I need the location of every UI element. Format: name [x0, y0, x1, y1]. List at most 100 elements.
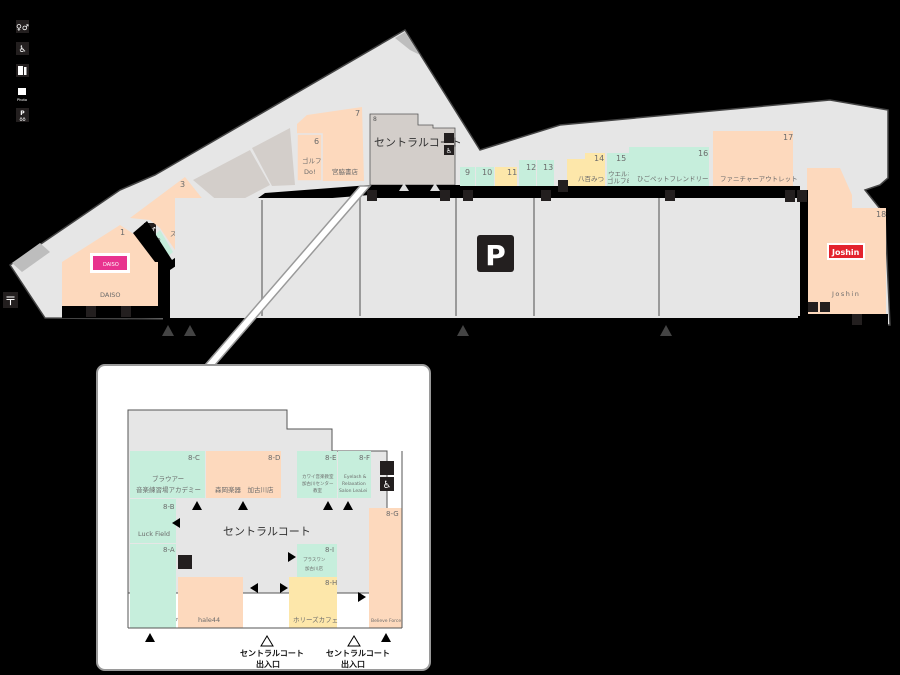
bicycle-parking-icon: [16, 108, 29, 122]
svg-text:8-E: 8-E: [325, 454, 336, 462]
store-8b-luck-field[interactable]: [130, 499, 176, 543]
svg-text:〒: 〒: [4, 294, 16, 308]
store-12[interactable]: [519, 160, 536, 186]
svg-text:教室: 教室: [313, 487, 322, 494]
svg-text:7: 7: [355, 109, 360, 118]
elevator-icon: [178, 555, 192, 569]
store-hale44[interactable]: [178, 577, 243, 628]
svg-text:加古川店: 加古川店: [305, 565, 323, 572]
svg-text:出入口: 出入口: [341, 659, 365, 669]
svg-text:セントラルコート: セントラルコート: [223, 525, 311, 538]
svg-text:Joshin: Joshin: [831, 248, 860, 257]
svg-text:ファニチャーアウトレット: ファニチャーアウトレット: [720, 175, 798, 183]
svg-text:加古川センター: 加古川センター: [302, 480, 334, 487]
svg-text:音楽練習場アカデミー: 音楽練習場アカデミー: [136, 485, 201, 494]
svg-text:14: 14: [594, 154, 604, 163]
svg-text:宮脇書店: 宮脇書店: [332, 167, 359, 176]
svg-text:ウエルネス: ウエルネス: [608, 170, 641, 178]
svg-text:Salon LeaLei: Salon LeaLei: [339, 488, 367, 494]
store-8d-morioka[interactable]: [206, 451, 281, 498]
svg-text:8-H: 8-H: [325, 579, 337, 587]
wheelchair-icon: [820, 302, 830, 312]
restroom-icon: [808, 302, 818, 312]
svg-text:6: 6: [314, 137, 319, 146]
svg-text:DAISO: DAISO: [103, 262, 119, 268]
svg-text:♿: ♿: [383, 480, 392, 491]
svg-text:11: 11: [507, 168, 517, 177]
store-8h-hollys-cafe[interactable]: [289, 577, 337, 628]
svg-text:P: P: [485, 239, 506, 272]
svg-text:16: 16: [698, 149, 708, 158]
svg-text:Photo: Photo: [17, 98, 27, 102]
svg-text:セントラルコート: セントラルコート: [240, 649, 304, 658]
restroom-icon: [16, 20, 29, 33]
legend: ♀♂ ♿ Photo P ōō: [16, 20, 29, 123]
svg-text:10: 10: [482, 168, 492, 177]
postbox-icon: [3, 292, 18, 308]
svg-text:カワイ音楽教室: カワイ音楽教室: [302, 473, 334, 480]
svg-text:森岡楽器 加古川店: 森岡楽器 加古川店: [215, 485, 274, 494]
store-8a-kinomi-dental[interactable]: [130, 544, 176, 593]
svg-text:13: 13: [543, 163, 553, 172]
svg-text:ゴルフ: ゴルフ: [302, 156, 322, 165]
central-court-entrances[interactable]: [260, 635, 361, 647]
svg-text:ゴルフ&卓球: ゴルフ&卓球: [607, 176, 645, 185]
svg-text:Eyelash &: Eyelash &: [344, 474, 367, 480]
svg-text:ブラウアー: ブラウアー: [152, 474, 184, 483]
svg-text:ひごペットフレンドリー: ひごペットフレンドリー: [637, 174, 709, 183]
svg-text:8-I: 8-I: [325, 546, 334, 554]
store-8e-kawai[interactable]: [297, 451, 337, 498]
store-11[interactable]: [495, 167, 517, 186]
svg-text:DAISO: DAISO: [100, 291, 121, 299]
parking-sign: [477, 235, 514, 272]
svg-text:8-F: 8-F: [359, 454, 370, 462]
svg-text:17: 17: [783, 133, 793, 142]
bicycle-parking-markers: [86, 190, 862, 325]
store-18-joshin[interactable]: [807, 168, 886, 314]
wheelchair-icon: [16, 42, 29, 55]
store-13[interactable]: [537, 160, 554, 186]
svg-text:8-C: 8-C: [188, 454, 200, 462]
photo-booth-icon: [785, 190, 795, 202]
svg-text:八百みつ: 八百みつ: [578, 175, 604, 183]
wheelchair-icon: [444, 145, 454, 155]
store-15-wellness[interactable]: [607, 153, 629, 186]
svg-text:Relaxation: Relaxation: [342, 481, 366, 487]
svg-text:プラスワン: プラスワン: [303, 557, 326, 563]
svg-text:9: 9: [465, 168, 470, 177]
elevator-icon: [558, 180, 568, 192]
svg-text:Joshin: Joshin: [831, 290, 860, 298]
svg-text:1: 1: [120, 228, 125, 237]
svg-text:セントラルコート: セントラルコート: [326, 649, 390, 658]
restroom-icon: [380, 461, 394, 475]
svg-text:8-D: 8-D: [268, 454, 280, 462]
svg-text:15: 15: [616, 154, 626, 163]
svg-text:ホリーズカフェ: ホリーズカフェ: [293, 615, 338, 624]
wheelchair-icon: [380, 477, 394, 491]
store-6-golf-do[interactable]: [296, 133, 323, 182]
svg-text:hale44: hale44: [198, 616, 220, 624]
svg-text:8: 8: [373, 116, 377, 123]
store-10[interactable]: [476, 167, 494, 186]
svg-text:♿: ♿: [446, 147, 452, 155]
store-8c-brauer[interactable]: [130, 451, 205, 498]
elevator-icon: [797, 190, 807, 202]
svg-text:セントラルコート: セントラルコート: [374, 136, 462, 149]
joshin-logo: [829, 245, 863, 258]
svg-text:♿: ♿: [18, 45, 26, 55]
inset-store-entrances: [145, 501, 391, 642]
svg-text:P: P: [20, 110, 25, 117]
store-16-higo-pet[interactable]: [629, 147, 709, 186]
photo-booth-icon: [18, 88, 26, 95]
store-9[interactable]: [460, 167, 475, 186]
svg-text:18: 18: [876, 210, 886, 219]
store-8g-believe-force[interactable]: [369, 508, 402, 628]
store-14-yaoyamitsu[interactable]: [567, 153, 605, 186]
store-8f-lealei[interactable]: [338, 451, 371, 498]
svg-text:8-A: 8-A: [163, 546, 175, 554]
svg-text:Luck Field: Luck Field: [138, 530, 170, 538]
svg-text:ōō: ōō: [19, 117, 25, 123]
daiso-logo: [93, 256, 127, 270]
store-8i-plus-one[interactable]: [297, 544, 337, 577]
